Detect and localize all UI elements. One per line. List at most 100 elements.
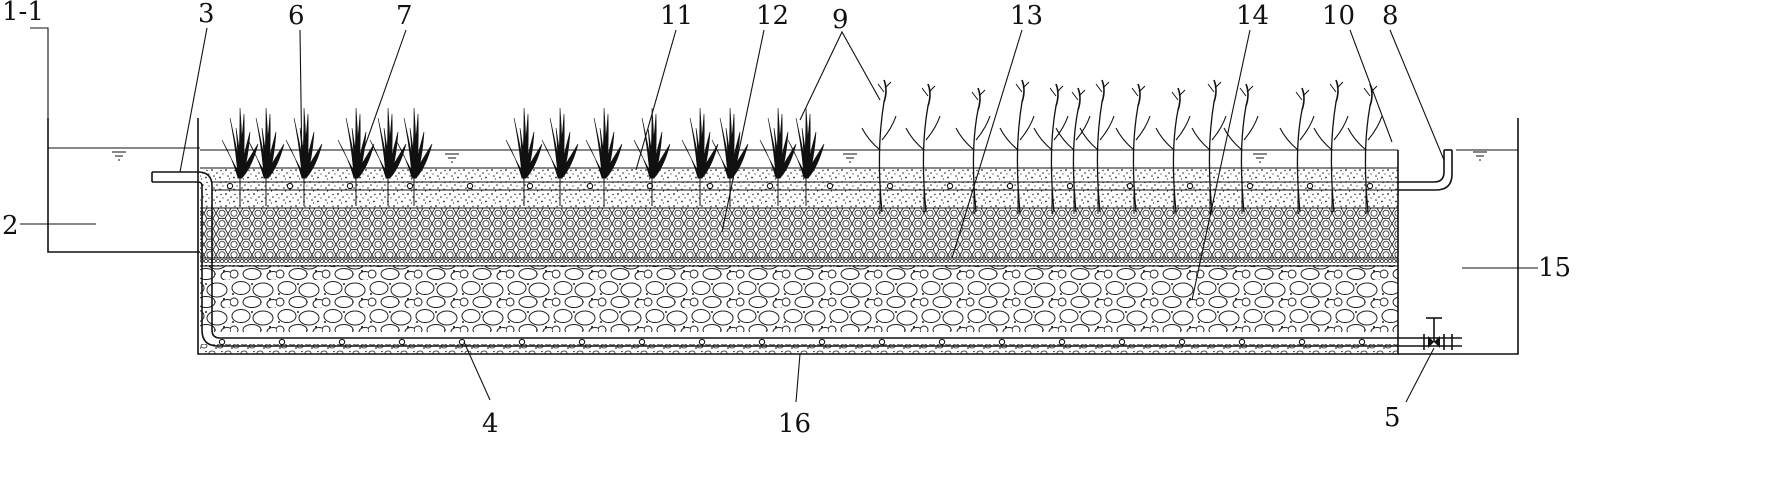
reed-leaf	[1053, 115, 1069, 141]
pipe-hole	[998, 338, 1006, 346]
cattail-leaf	[411, 143, 433, 179]
leader-12	[721, 29, 765, 233]
reed-plume-fiber	[1207, 81, 1222, 93]
cattail-leaf	[521, 107, 527, 179]
cattail-leaf	[263, 107, 269, 179]
wetland-bed	[197, 118, 1399, 355]
reed-plume	[1137, 83, 1141, 107]
reed-plume-fiber	[971, 89, 986, 101]
reed-plume-fiber	[1095, 81, 1110, 93]
label-7: 7	[396, 1, 413, 31]
reed-plant	[1055, 87, 1091, 214]
reed-stem	[1016, 101, 1023, 213]
reed-stem	[922, 105, 929, 213]
reed-leaf	[1279, 127, 1299, 151]
reed-leaf	[861, 127, 881, 151]
reed-stem	[1330, 101, 1337, 213]
leader-8	[1389, 29, 1445, 161]
cattail-leaf	[649, 107, 655, 179]
reed-stem	[1208, 101, 1215, 213]
cattail-plant	[711, 107, 749, 206]
label-12: 12	[756, 1, 789, 31]
pipe-hole	[218, 338, 226, 346]
pipe-hole	[706, 182, 714, 190]
cattail-leaf	[301, 107, 307, 179]
filler-layer	[200, 208, 1398, 260]
reed-plume	[977, 87, 981, 111]
cattail-leaf	[727, 143, 749, 179]
cattail-leaf	[649, 143, 671, 179]
cattail-leaf	[263, 143, 285, 179]
reed-leaf	[1155, 127, 1175, 151]
reed-plume-fiber	[1363, 85, 1378, 97]
label-6: 6	[288, 1, 305, 31]
leader-lines	[20, 27, 1538, 403]
leader-5	[1405, 347, 1435, 403]
cattail-plant	[787, 107, 825, 206]
reed-plant	[1279, 87, 1315, 214]
reed-leaf	[975, 115, 991, 141]
reed-leaf	[1079, 127, 1099, 151]
cattail-plant	[759, 107, 797, 206]
cattail-plant	[337, 107, 375, 206]
reed-plume	[1021, 79, 1025, 103]
reed-leaf	[1223, 127, 1243, 151]
inlet-pipe	[151, 171, 1398, 347]
pipe-hole	[758, 338, 766, 346]
pipe-hole	[1298, 338, 1306, 346]
leader-1-1	[30, 27, 49, 118]
cattail-leaf	[353, 143, 375, 179]
pipe-hole	[278, 338, 286, 346]
reed-plume	[1245, 83, 1249, 107]
reed-stem	[1172, 109, 1179, 213]
pipe-hole	[1058, 338, 1066, 346]
reed-leaf	[1033, 127, 1053, 151]
reed-stem	[878, 101, 885, 213]
cattail-leaf	[237, 143, 259, 179]
label-16: 16	[778, 409, 811, 439]
reed-leaf	[905, 127, 925, 151]
reed-stem	[1096, 101, 1103, 213]
pipe-hole	[1366, 182, 1374, 190]
pipe-hole	[1178, 338, 1186, 346]
reed-stem	[1296, 109, 1303, 213]
leader-13	[951, 29, 1023, 259]
pipe-hole	[518, 338, 526, 346]
cattail-leaf	[803, 107, 809, 179]
reed-stem	[1072, 109, 1079, 213]
label-10: 10	[1322, 1, 1355, 31]
reed-plume	[1301, 87, 1305, 111]
reed-plant	[999, 79, 1035, 214]
reed-leaf	[1115, 127, 1135, 151]
reed-plume	[1101, 79, 1105, 103]
reed-plume	[1213, 79, 1217, 103]
pipe-hole	[946, 182, 954, 190]
cattail-leaf	[411, 107, 417, 179]
separation-layer	[200, 258, 1398, 266]
cattail-leaf	[557, 143, 579, 179]
stone-layer	[200, 266, 1398, 332]
pipe-hole	[406, 182, 414, 190]
reed-plume	[927, 83, 931, 107]
reed-leaf	[1347, 127, 1367, 151]
cattail-plant	[395, 107, 433, 206]
leader-10	[1349, 29, 1393, 143]
cattail-leaf	[803, 143, 825, 179]
cattail-plant	[585, 107, 623, 206]
cattail-leaf	[697, 143, 719, 179]
leader-7	[359, 29, 407, 161]
leader-9	[799, 30, 881, 121]
cattail-leaf	[521, 143, 543, 179]
reed-leaf	[1191, 127, 1211, 151]
pipe-hole	[338, 338, 346, 346]
reed-plant	[1191, 79, 1227, 214]
pipe-hole	[1006, 182, 1014, 190]
bottom-gravel-layer	[200, 344, 1398, 354]
reed-plant	[1079, 79, 1115, 214]
cattail-leaf	[301, 143, 323, 179]
cattail-leaf	[385, 107, 391, 179]
part-labels: 1-1 2 3 4 5 6 7 8 9 10 11 12 13 14 15 16	[2, 0, 1571, 439]
pipe-hole	[578, 338, 586, 346]
cattail-plants	[221, 107, 825, 206]
